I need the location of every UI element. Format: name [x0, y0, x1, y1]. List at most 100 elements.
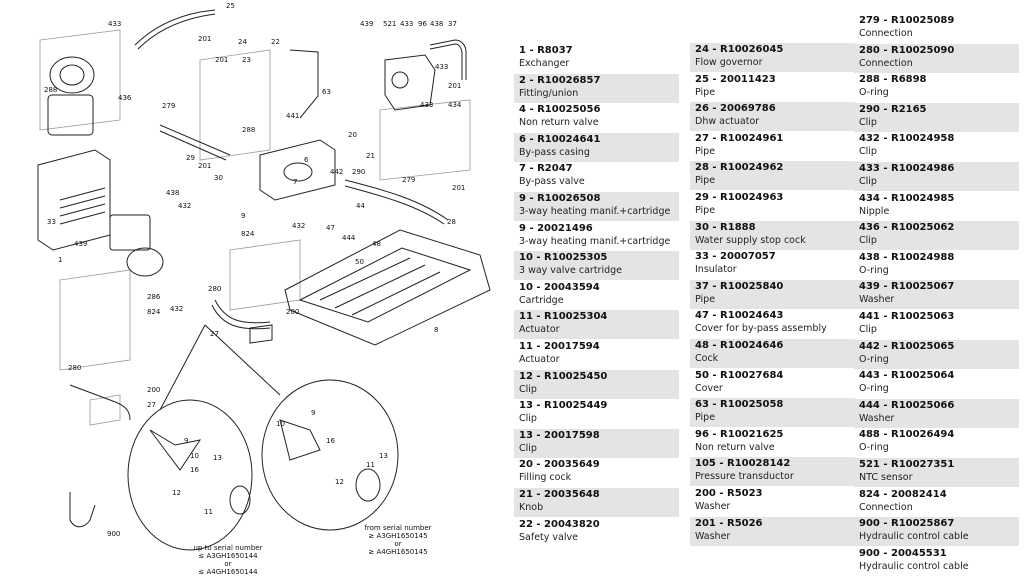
part-description: Cover [695, 382, 723, 394]
part-description: Clip [859, 116, 877, 128]
part-description: Connection [859, 501, 913, 513]
callout-label: 50 [355, 258, 364, 266]
part-code: 488 - R10026494 [859, 429, 955, 441]
callout-label: 13 [379, 452, 388, 460]
part-code: 63 - R10025058 [695, 399, 784, 411]
serial-note-left: up to serial number ≤ A3GH1650144 or ≤ A… [178, 544, 278, 576]
serial-note-line: or [224, 560, 232, 568]
callout-label: 200 [147, 386, 161, 394]
part-description: Pipe [695, 86, 716, 98]
part-code: 442 - R10025065 [859, 340, 955, 352]
callout-label: 7 [293, 178, 298, 186]
part-description: O-ring [859, 264, 889, 276]
part-description: Clip [859, 176, 877, 187]
callout-label: 433 [400, 20, 414, 28]
part-description: Cock [695, 353, 719, 364]
part-description: Pipe [695, 205, 716, 216]
part-description: Clip [859, 324, 877, 335]
part-description: O-ring [859, 87, 889, 99]
part-code: 105 - R10028142 [695, 458, 791, 470]
callout-label: 11 [366, 461, 375, 469]
part-code: 10 - R10025305 [519, 252, 608, 264]
callout-label: 441 [286, 112, 300, 120]
part-code: 50 - R10027684 [695, 369, 784, 381]
callout-label: 279 [402, 176, 416, 184]
part-description: Non return valve [519, 117, 599, 129]
part-description: Flow governor [695, 57, 763, 68]
part-code: 443 - R10025064 [859, 370, 955, 382]
part-code: 20 - 20035649 [519, 459, 600, 471]
part-code: 24 - R10026045 [695, 44, 784, 55]
part-description: Pipe [695, 412, 716, 424]
callout-label: 433 [435, 63, 449, 71]
part-description: Clip [859, 235, 877, 247]
part-code: 28 - R10024962 [695, 162, 784, 174]
part-description: Insulator [695, 264, 737, 276]
part-description: Washer [859, 412, 895, 424]
callout-label: 24 [238, 38, 247, 46]
part-code: 12 - R10025450 [519, 370, 608, 382]
callout-label: 12 [335, 478, 344, 486]
callout-label: 433 [108, 20, 122, 28]
callout-label: 433 [420, 101, 434, 109]
callout-label: 438 [166, 189, 180, 197]
part-code: 26 - 20069786 [695, 103, 776, 115]
part-description: Exchanger [519, 58, 570, 69]
part-code: 201 - R5026 [695, 517, 763, 529]
callout-label: 13 [213, 454, 222, 462]
part-description: O-ring [859, 353, 889, 365]
part-description: Clip [519, 383, 537, 395]
part-code: 432 - R10024958 [859, 133, 955, 145]
callout-label: 439 [74, 240, 88, 248]
serial-note-line: from serial number [364, 524, 432, 532]
serial-note-line: ≥ A3GH1650145 [368, 532, 428, 540]
callout-label: 280 [68, 364, 82, 372]
part-code: 25 - 20011423 [695, 73, 776, 85]
callout-label: 25 [226, 2, 235, 10]
callout-label: 201 [448, 82, 462, 90]
part-code: 436 - R10025062 [859, 222, 955, 234]
part-code: 11 - 20017594 [519, 341, 600, 352]
part-code: 1 - R8037 [519, 45, 573, 56]
callout-label: 8 [434, 326, 439, 334]
part-code: 27 - R10024961 [695, 132, 784, 144]
part-code: 433 - R10024986 [859, 163, 955, 174]
part-code: 200 - R5023 [695, 488, 763, 499]
callout-label: 9 [311, 409, 316, 417]
callout-label: 288 [44, 86, 58, 94]
callout-label: 22 [271, 38, 280, 46]
part-description: Pipe [695, 145, 716, 157]
part-code: 521 - R10027351 [859, 459, 955, 470]
part-description: Cartridge [519, 294, 564, 306]
part-description: Clip [859, 146, 877, 158]
callout-label: 290 [352, 168, 366, 176]
callout-label: 9 [241, 212, 246, 220]
part-description: Washer [859, 294, 895, 306]
callout-label: 201 [198, 162, 212, 170]
part-description: Clip [519, 442, 537, 454]
